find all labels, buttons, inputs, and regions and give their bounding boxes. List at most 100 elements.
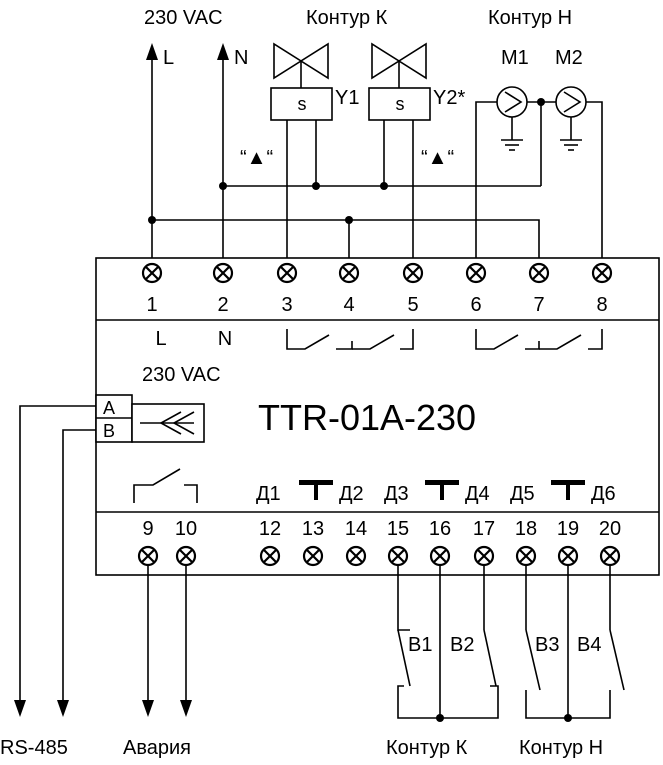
terminal-number: 20 [599,518,621,540]
terminal-13-icon [302,545,324,567]
terminal-number: 6 [470,294,481,316]
terminal-14-icon [345,545,367,567]
terminal-17-icon [473,545,495,567]
terminal-9-icon [137,545,159,567]
sensors-circuit-h: B3 B4 [525,565,625,722]
pump-m1 [496,86,528,151]
valve-y2-label: Y2* [433,87,465,109]
arrow-down-icon [180,700,192,717]
terminal-16-icon [429,545,451,567]
sensor-label-d5: Д5 [510,483,535,505]
terminal-number: 4 [343,294,354,316]
arrow-down-icon [57,700,69,717]
rotation-mark-y2: “▲“ [421,147,454,169]
terminal-8-icon [591,262,613,284]
phase-bus [152,219,540,258]
circuit-k-footer-label: Контур К [386,737,468,759]
terminal-2-function: N [218,328,232,350]
valve-y2: s [368,42,431,258]
terminal-number: 9 [142,518,153,540]
sensor-b1-label: B1 [408,634,432,656]
terminal-1-icon [141,262,163,284]
arrow-up-icon [146,43,158,60]
top-terminals: 1 2 3 4 5 6 7 8 [141,262,613,316]
terminal-18-icon [515,545,537,567]
rs485-b-label: B [103,421,115,441]
terminal-12-icon [259,545,281,567]
valve-y1-label: Y1 [335,87,359,109]
circuit-h-header-label: Контур Н [488,7,572,29]
terminal-1-function: L [155,328,166,350]
relay-contacts-valves [286,329,414,350]
alarm-contact [133,468,198,503]
alarm-wires [142,565,192,717]
terminal-number: 3 [281,294,292,316]
phase-l-line [146,43,158,258]
device-model: TTR-01A-230 [258,397,476,438]
rs485-port: A B [95,394,205,443]
bottom-terminals: 9 10 12 13 14 15 16 17 18 19 20 [137,518,621,567]
terminal-10-icon [175,545,197,567]
terminal-number: 8 [596,294,607,316]
terminal-19-icon [557,545,579,567]
arrow-up-icon [217,43,229,60]
rs485-a-label: A [103,398,115,418]
valve-icon [273,42,303,80]
sensor-label-d4: Д4 [465,483,490,505]
sensor-b2-label: B2 [450,634,474,656]
terminal-number: 1 [146,294,157,316]
terminal-number: 15 [387,518,409,540]
valve-icon [371,42,401,80]
terminal-3-icon [276,262,298,284]
sensor-label-d3: Д3 [384,483,409,505]
terminal-number: 13 [302,518,324,540]
terminal-number: 18 [515,518,537,540]
rs485-footer-label: RS-485 [0,737,68,759]
pump-m1-label: M1 [501,47,529,69]
terminal-number: 12 [259,518,281,540]
terminal-5-icon [402,262,424,284]
terminal-20-icon [599,545,621,567]
pump-m2-label: M2 [555,47,583,69]
terminal-2-icon [212,262,234,284]
terminal-number: 17 [473,518,495,540]
circuit-h-footer-label: Контур Н [519,737,603,759]
neutral-n-label: N [234,47,248,69]
terminal-number: 14 [345,518,367,540]
device-supply-label: 230 VAC [142,364,221,386]
circuit-k-header-label: Контур К [306,7,388,29]
terminal-number: 16 [429,518,451,540]
terminal-6-icon [465,262,487,284]
ground-icon [559,139,583,151]
pump-m2 [555,86,587,151]
terminal-number: 5 [407,294,418,316]
valve-y1-coil-label: s [298,94,307,114]
phase-l-label: L [163,47,174,69]
valve-y1: s [270,42,333,258]
terminal-number: 2 [217,294,228,316]
terminal-15-icon [387,545,409,567]
sensor-label-d1: Д1 [256,483,281,505]
sensor-inputs: Д1 Д2 Д3 Д4 Д5 Д6 [256,480,616,505]
terminal-number: 10 [175,518,197,540]
sensor-label-d6: Д6 [591,483,616,505]
terminal-number: 7 [533,294,544,316]
sensor-label-d2: Д2 [339,483,364,505]
arrow-down-icon [142,700,154,717]
sensor-b4-label: B4 [577,634,601,656]
arrow-down-icon [14,700,26,717]
rotation-mark-y1: “▲“ [240,147,273,169]
valve-y2-coil-label: s [396,94,405,114]
rs485-wires [14,405,96,717]
neutral-n-line [217,43,229,258]
relay-contacts-pumps [475,329,603,350]
terminal-7-icon [528,262,550,284]
alarm-footer-label: Авария [123,737,191,759]
terminal-4-icon [338,262,360,284]
sensors-circuit-k: B1 B2 [397,565,499,722]
ground-icon [500,139,524,151]
sensor-b3-label: B3 [535,634,559,656]
terminal-number: 19 [557,518,579,540]
supply-header-label: 230 VAC [144,7,223,29]
